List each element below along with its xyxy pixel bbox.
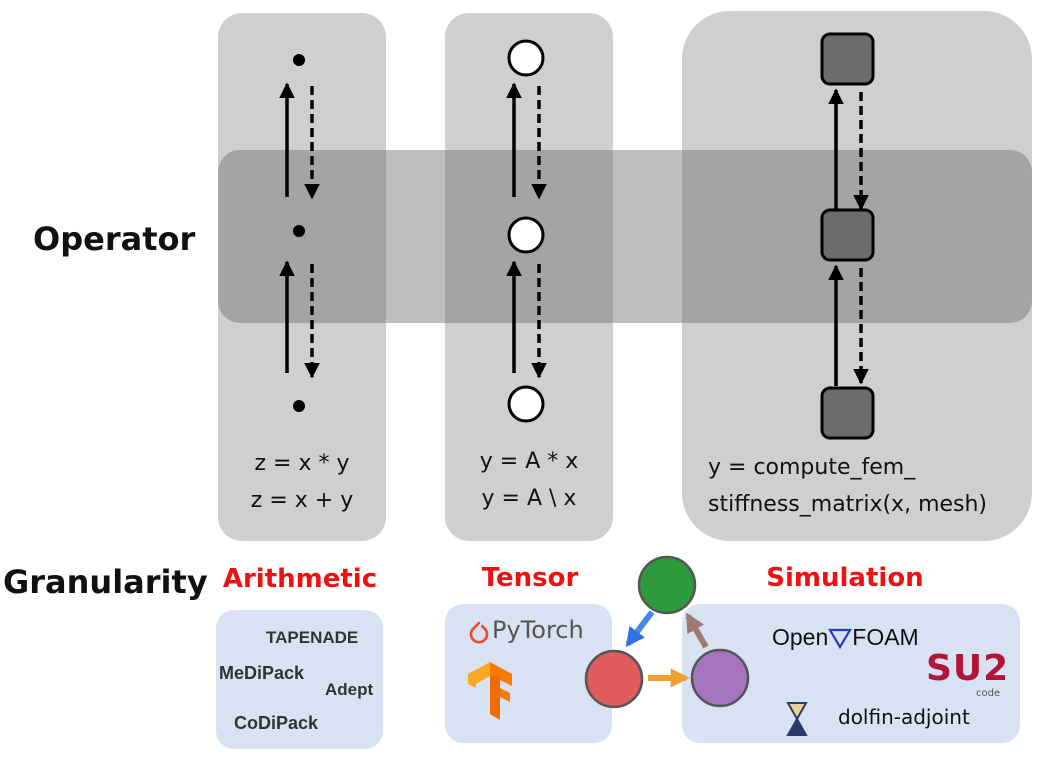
openfoam-logo: Open FOAM <box>772 624 919 654</box>
scalar-node <box>293 54 305 66</box>
simulation-expression-2: stiffness_matrix(x, mesh) <box>708 492 988 517</box>
openfoam-nabla-icon <box>828 628 853 649</box>
scalar-node <box>293 400 305 412</box>
operator-label: Operator <box>33 220 196 258</box>
openfoam-open-text: Open <box>772 624 829 650</box>
su2-logo: SU2 code <box>926 648 1010 704</box>
tapenade-logo: TAPENADE <box>266 628 359 647</box>
su2-wordmark: SU2 <box>926 648 1010 689</box>
simulation-panel <box>682 11 1032 541</box>
simulation-node <box>820 32 875 86</box>
tensor-expression-1: y = A * x <box>479 449 579 474</box>
simulation-category: Simulation <box>766 563 924 593</box>
simulation-node <box>820 386 875 440</box>
tensor-panel <box>445 13 613 541</box>
tensor-expression-2: y = A \ x <box>481 486 577 511</box>
graph-edge-gray <box>685 612 709 649</box>
tensor-node <box>507 39 545 77</box>
medipack-logo: MeDiPack <box>219 663 305 683</box>
arithmetic-panel <box>218 13 386 541</box>
arithmetic-expression-2: z = x + y <box>250 488 354 513</box>
dolfin-adjoint-logo: dolfin-adjoint <box>838 705 970 729</box>
graph-node-green <box>637 555 697 615</box>
arithmetic-expression-1: z = x * y <box>254 451 350 476</box>
arithmetic-category: Arithmetic <box>222 564 378 594</box>
graph-node-purple <box>690 648 750 708</box>
scalar-node <box>293 225 305 237</box>
simulation-expression-1: y = compute_fem_ <box>708 455 916 480</box>
dolfin-adjoint-hourglass-icon <box>786 702 808 736</box>
simulation-node <box>820 208 875 262</box>
tensor-node <box>507 216 545 254</box>
tensor-node <box>507 385 545 423</box>
simulation-graph <box>820 32 875 440</box>
pytorch-wordmark: PyTorch <box>492 616 584 644</box>
su2-code-text: code <box>976 688 1001 699</box>
adept-logo: Adept <box>325 680 374 699</box>
pytorch-flame-icon <box>469 621 489 644</box>
tensor-graph <box>506 39 547 423</box>
tensor-category: Tensor <box>481 563 579 593</box>
graph-edge-blue <box>625 610 655 648</box>
operator-band <box>218 150 1032 323</box>
openfoam-foam-text: FOAM <box>852 624 919 650</box>
graph-node-red <box>584 649 644 709</box>
arithmetic-graph <box>279 54 320 412</box>
codipack-logo: CoDiPack <box>234 713 319 733</box>
tensorflow-icon <box>468 662 512 720</box>
granularity-label: Granularity <box>3 563 208 601</box>
arithmetic-libraries-box <box>216 610 383 749</box>
